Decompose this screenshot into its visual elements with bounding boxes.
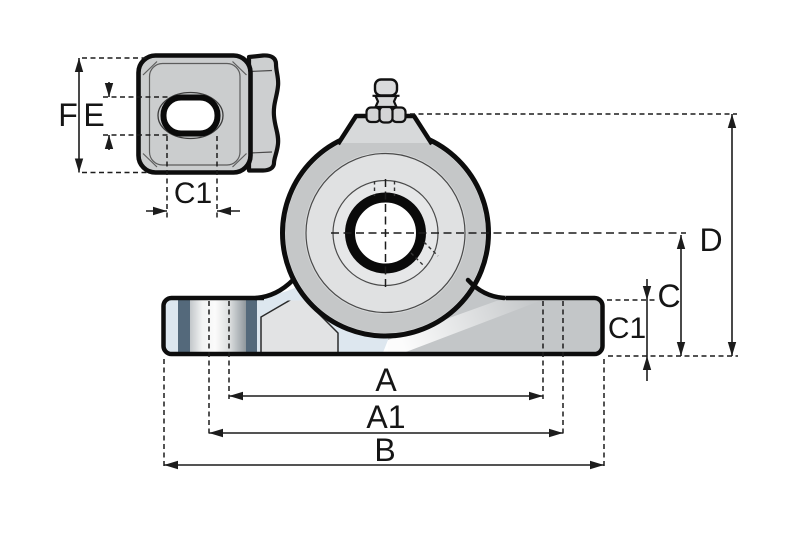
grease-boss-outline xyxy=(336,113,434,146)
slot-band-right xyxy=(246,298,257,354)
side-view xyxy=(136,53,281,175)
bolt-slot-section xyxy=(190,298,246,354)
side-extension-lines xyxy=(82,57,218,218)
slot-band-left xyxy=(178,298,190,354)
left-fillet-curve xyxy=(253,277,296,301)
flange-panel-line-top xyxy=(249,69,273,73)
flange-panel-line-bottom xyxy=(249,151,273,154)
grease-boss xyxy=(339,116,431,143)
side-flange-edge xyxy=(246,53,281,173)
center-lines xyxy=(331,179,686,291)
side-view-dimensions xyxy=(74,57,240,218)
base-highlight xyxy=(382,299,545,354)
hex-bump-center xyxy=(378,105,394,124)
grease-fitting xyxy=(365,78,407,124)
left-fillet-web xyxy=(264,280,310,301)
set-screw-hidden-lines xyxy=(373,181,439,268)
front-view xyxy=(161,78,686,357)
side-bore-ring xyxy=(160,94,221,137)
dim-label-A1: A1 xyxy=(366,399,406,435)
dim-label-F: F xyxy=(58,97,78,133)
dim-label-C: C xyxy=(657,278,681,314)
front-dimension-arrows xyxy=(164,114,737,470)
dim-label-E: E xyxy=(83,97,105,133)
side-bore-outer-line xyxy=(157,91,224,140)
front-extension-lines xyxy=(163,113,738,469)
dim-label-C1-front: C1 xyxy=(607,312,647,345)
fitting-neck xyxy=(374,94,398,109)
dim-label-B: B xyxy=(374,432,396,468)
hex-bump-left xyxy=(365,106,382,124)
side-dimension-arrows xyxy=(74,58,231,216)
side-body-chamfers xyxy=(142,61,247,168)
right-fillet-curve xyxy=(465,277,507,301)
front-dimension-lines xyxy=(164,114,733,466)
dim-label-C1-side: C1 xyxy=(173,177,213,210)
fitting-cap xyxy=(373,78,399,97)
side-body-panel xyxy=(148,62,241,166)
dim-label-A: A xyxy=(375,362,397,398)
hex-bump-right xyxy=(390,106,407,124)
front-view-dimensions xyxy=(163,113,738,470)
dim-label-D: D xyxy=(699,222,723,258)
